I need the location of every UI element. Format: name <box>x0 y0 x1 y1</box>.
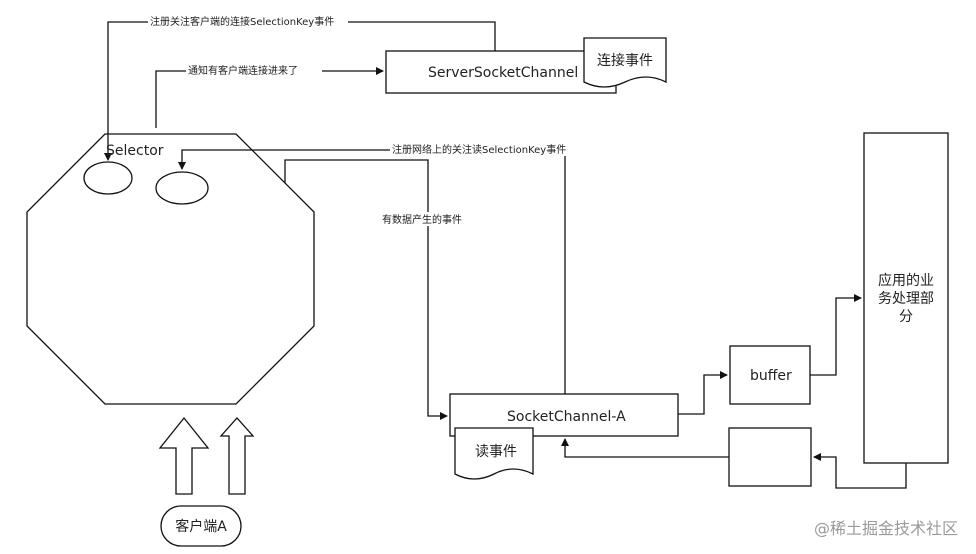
register-connect-line <box>104 21 496 161</box>
write-buffer-box <box>728 427 812 487</box>
data-event-line <box>284 159 448 420</box>
socket-channel-a-box <box>449 393 679 437</box>
client-arrow-right <box>219 417 255 495</box>
notify-connect-label: 通知有客户端连接进来了 <box>188 64 298 77</box>
connect-event-label: 连接事件 <box>597 52 653 69</box>
socket-channel-a-label: SocketChannel-A <box>507 409 626 425</box>
watermark: @稀土掘金技术社区 <box>814 519 958 538</box>
selector-label: Selector <box>106 143 164 159</box>
connect-event-shape <box>583 37 667 88</box>
business-label-line3: 分 <box>899 309 913 325</box>
read-event-label: 读事件 <box>475 443 517 460</box>
buffer-label: buffer <box>750 368 792 384</box>
register-connect-label: 注册关注客户端的连接SelectionKey事件 <box>150 15 334 28</box>
server-socket-channel-label: ServerSocketChannel <box>428 65 578 81</box>
selection-key-connect <box>83 161 133 195</box>
client-a-label: 客户端A <box>175 518 227 535</box>
selector-octagon <box>26 133 315 405</box>
notify-connect-line <box>155 67 384 128</box>
client-a-box <box>160 505 242 547</box>
data-event-label: 有数据产生的事件 <box>382 213 462 226</box>
selection-key-read <box>155 171 209 205</box>
business-to-write-line <box>813 453 907 489</box>
business-label-line2: 务处理部 <box>878 291 934 307</box>
read-event-shape <box>454 427 534 480</box>
buffer-to-business-line <box>810 294 862 376</box>
register-read-line <box>178 149 566 394</box>
client-arrow-left <box>158 416 210 495</box>
write-to-channel-line <box>561 438 729 458</box>
register-read-label: 注册网络上的关注读SelectionKey事件 <box>392 143 566 156</box>
business-label-line1: 应用的业 <box>878 272 934 289</box>
channel-to-buffer-line <box>678 371 728 415</box>
